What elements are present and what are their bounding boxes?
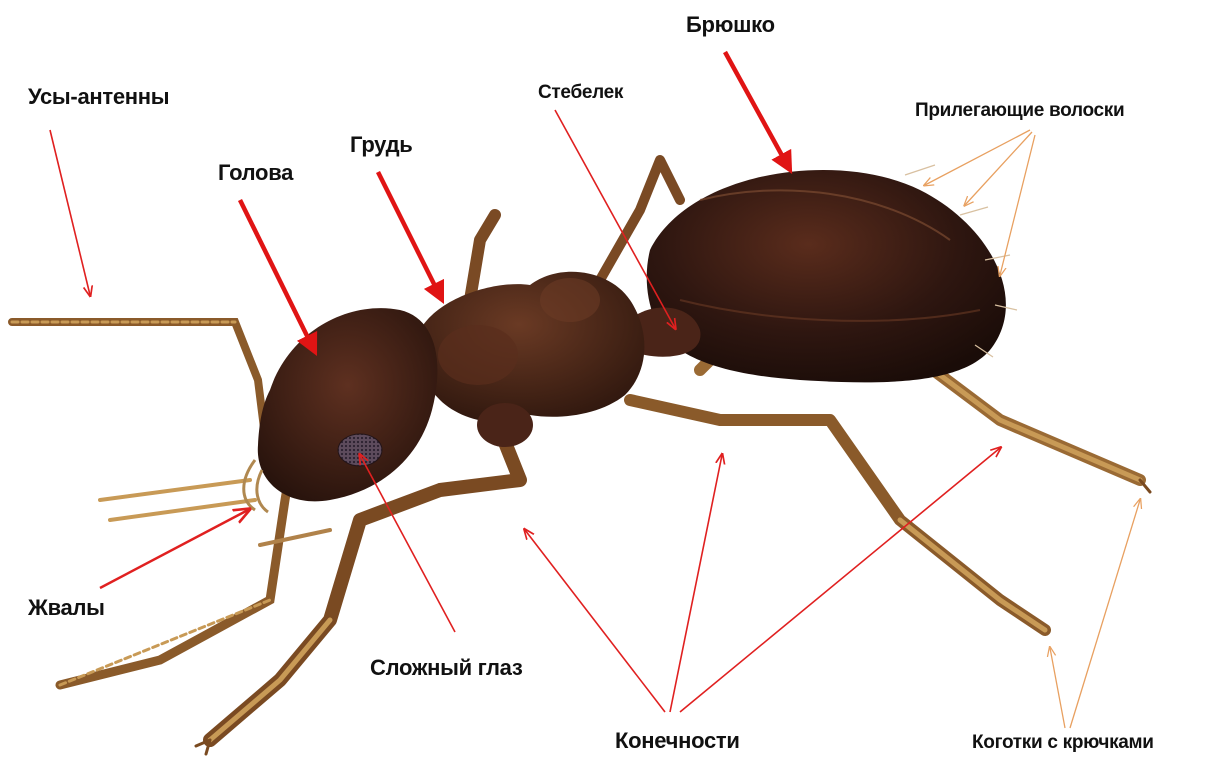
compound-eye-shape (338, 434, 382, 466)
label-thorax: Грудь (350, 132, 412, 158)
antenna-lower (60, 470, 290, 685)
label-antennae: Усы-антенны (28, 84, 169, 110)
antenna-upper (12, 322, 268, 460)
arrow-hairs-3 (1000, 135, 1035, 275)
arrow-antennae (50, 130, 90, 295)
arrow-hairs-1 (925, 130, 1030, 185)
arrow-claws-1 (1050, 648, 1065, 728)
label-compound-eye: Сложный глаз (370, 655, 522, 681)
abdomen-shape (647, 165, 1017, 382)
label-legs: Конечности (615, 728, 740, 754)
arrow-hairs-2 (965, 132, 1032, 205)
arrow-thorax (378, 172, 442, 300)
arrow-claws-2 (1070, 500, 1140, 728)
head-shape (244, 308, 438, 512)
arrow-mandibles (100, 510, 248, 588)
arrow-head (240, 200, 315, 352)
arrow-leg-3 (680, 448, 1000, 712)
label-hairs: Прилегающие волоски (915, 100, 1124, 122)
arrow-eye (360, 455, 455, 632)
label-claws: Коготки с крючками (972, 732, 1154, 754)
label-mandibles: Жвалы (28, 595, 105, 621)
arrow-leg-1 (525, 530, 665, 712)
middle-leg (630, 400, 1045, 630)
label-head: Голова (218, 160, 293, 186)
arrow-leg-2 (670, 455, 722, 712)
thorax-shape (416, 272, 644, 447)
label-abdomen: Брюшко (686, 12, 775, 38)
arrow-abdomen (725, 52, 790, 170)
label-petiole: Стебелек (538, 82, 623, 104)
